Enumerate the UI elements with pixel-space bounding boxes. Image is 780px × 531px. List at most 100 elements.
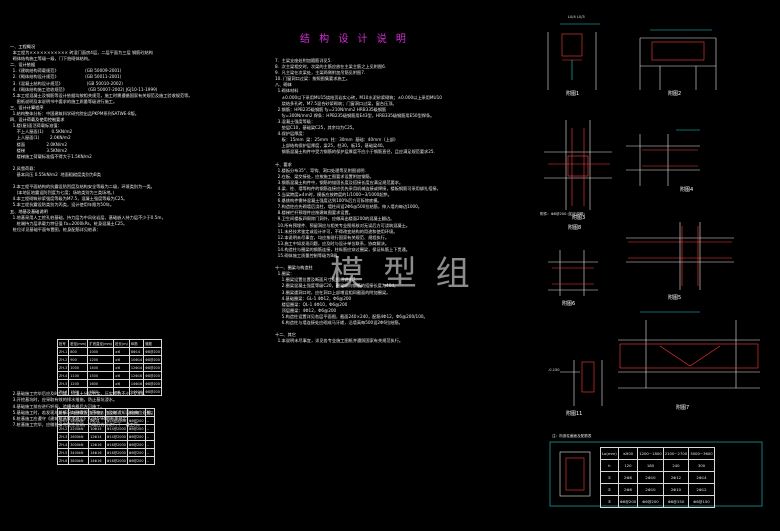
drawing-title: 结 构 设 计 说 明	[300, 34, 409, 45]
table-cell: ②	[600, 483, 619, 496]
note-line: 1.本说明未尽事宜，详见各专业施工图纸并遵照国家有关规范执行。	[275, 338, 404, 344]
note-line: (本地区地震设防烈度为七度；场地类别为三类场地。)	[10, 190, 115, 196]
figure-label-7: 附图7	[676, 405, 690, 411]
detail-figure-4	[626, 129, 700, 186]
detail-figure-7	[618, 311, 760, 389]
note-line: 3.钢筋混凝土构件中，钢筋的锚固长度及搭接长度应满足规范要求。	[275, 179, 404, 185]
note-line: 1.《建筑结构荷载规范》 (GB 50009-2001)	[10, 68, 122, 74]
table-header-cell: 3000~3600	[688, 447, 715, 460]
table-cell: 300	[688, 459, 715, 472]
note-line: 顶层圈梁：4Φ12，Φ6@200	[275, 307, 337, 313]
note-line: 7. 主梁支座处附加箍筋详见5.	[275, 58, 332, 63]
note-line: 4.本工程砌筑砂浆强度等级为M7.5，混凝土强度等级为C25。	[10, 196, 128, 202]
table-cell: ZH-6	[56, 387, 70, 396]
note-line: 2.钢筋：HPB235级钢筋 fy=210N/mm2 HRB335级钢筋	[275, 106, 387, 112]
table-cell: Φ16@2000	[104, 456, 128, 465]
note-line: 1.圈梁：	[275, 271, 295, 277]
table-cell: ①	[600, 471, 619, 484]
table-cell: Φ6@150	[662, 495, 690, 508]
table-cell: 2Φ12	[688, 483, 715, 496]
note-line: 2.圈梁混凝土强度等级C20，圈梁纵向钢筋的搭接长度为40d。	[275, 283, 399, 289]
note-line: 9. 凡主梁在次梁处，主梁两侧附加吊筋见附图7.	[275, 70, 366, 76]
note-line: 10.所有预埋件、预留洞应与相关专业图纸核对无误后方可浇筑混凝土。	[275, 222, 410, 228]
note-line: 楼梯 3.5KN/m2	[10, 147, 68, 153]
note-line: 5.本工程抗震设防类别为丙类，设计使用年限为50年。	[10, 202, 115, 208]
note-line: 2.风雪荷载：	[10, 165, 38, 171]
note-line: 5.构造柱设置详见各层平面图，截面240×240，配筋4Φ12，Φ6@200/1…	[275, 313, 428, 319]
note-line: 10. 门窗洞口过梁：按照图集要求施工。	[275, 76, 350, 82]
figure-label-11: 附图11	[566, 411, 583, 417]
note-line: 五、地基及基础说明	[10, 208, 48, 214]
note-line: 4.基础施工前应进行钎探，验槽合格后方可施工。	[10, 403, 105, 409]
table-cell: ZH-6	[56, 456, 70, 465]
note-line: 11.未经技术鉴定或设计许可，不得改变结构的用途和使用环境。	[275, 228, 398, 234]
table-cell: ③	[600, 495, 619, 508]
note-line: 烧结多孔砖，M7.5混合砂浆砌筑；门窗洞口过梁，窗台压顶。	[275, 100, 397, 106]
table-cell: 2Φ12	[662, 471, 690, 484]
note-line: 桩端持力层承载力特征值 fa=2000kPa，桩身混凝土C25。	[10, 220, 128, 226]
note-line: 砌体结构施工等级一级，门下拍砌体结构。	[10, 56, 93, 62]
note-line: 15.砌体施工质量控制等级为B级。	[275, 253, 342, 258]
note-line: 上人屋面(1) 2.0KN/m2	[10, 135, 71, 141]
detail-figure-2	[639, 29, 717, 90]
note-line: 桩位详见基础平面布置图，桩身配筋详见桩表：	[10, 226, 101, 232]
note-line: 二、设计依据	[10, 62, 36, 68]
table-cell: Φ6@200	[617, 495, 639, 508]
note-line: 一、工程概况	[10, 44, 36, 49]
note-line: 3.本工程平面结构的抗震设防烈度及结构安全等级为二级，环境类别为一类。	[10, 184, 155, 190]
figure-label-6: 附图6	[562, 301, 576, 307]
note-line: 1.圈梁设置位置及断面尺寸见图纸说明7.	[275, 277, 357, 283]
note-line: 14.构造柱与圈梁的钢筋连接，柱纵筋应穿过圈梁，保证纵筋上下贯通。	[275, 246, 410, 252]
table-cell: 2Φ14	[688, 471, 715, 484]
table-header-cell: 1200~1800	[637, 447, 664, 460]
table-cell: Φ8@200	[143, 387, 162, 396]
figure-label-3: 附图3	[572, 215, 586, 221]
table-cell: 2Φ8	[617, 483, 639, 496]
figure-label-4: 附图4	[680, 187, 694, 193]
note-line: 不上人屋面(1) 0.5KN/m2	[10, 129, 73, 135]
elevation-label: -0.150	[548, 368, 560, 372]
note-line: 8. 次主梁相交时，次梁的主筋应放在主梁主筋之上见附图6.	[275, 64, 387, 70]
note-line: 1.楼板分布35°、弯钩、洞口处理等见附图说明.	[275, 167, 366, 173]
watermark: 模 型 组	[330, 254, 474, 294]
note-line: 13.施工中如发现问题，应及时与设计单位联系，协商解决。	[275, 240, 390, 246]
table-cell: 120	[617, 459, 639, 472]
table-header-cell: ≤900	[617, 447, 639, 460]
detail-figure-11	[560, 360, 603, 406]
table-cell: Φ6@150	[688, 495, 715, 508]
table-cell: h	[600, 459, 619, 472]
detail-figure-3	[544, 120, 612, 210]
right-table-note: 注：构造柱截面及配筋表	[552, 434, 592, 438]
figure-label-5: 附图5	[668, 295, 682, 301]
table-cell: 1300	[68, 387, 89, 396]
table-cell: Φ8@200	[126, 456, 146, 465]
note-line: 3.开挖基坑时，应采取有效的排水措施，防止基坑浸水。	[10, 397, 118, 403]
note-line: 1.地基采用人工挖孔桩基础，持力层为中风化岩层，基础嵌入持力层不少于0.5m，	[10, 214, 166, 220]
table-cell: 180	[637, 459, 664, 472]
detail-figure-1	[547, 23, 600, 90]
note-line: 3.混凝土强度等级：	[275, 118, 316, 124]
table-cell: 3800kN	[68, 456, 90, 465]
note-line: 1.楼(屋)面活荷载标准值：	[10, 123, 62, 129]
middle-notes-column: 7. 主梁支座处附加箍筋详见5.8. 次主梁相交时，次梁的主筋应放在主梁主筋之上…	[275, 58, 442, 344]
note-line: 十、要求	[275, 161, 292, 167]
note-line: 四、设计荷载及使用控制要求	[10, 117, 65, 123]
figure-label-1: 附图1	[566, 91, 580, 97]
note-line: 5.当梁跨度≥4m时，模板应按跨度的1/1000~3/1000起拱。	[275, 192, 392, 198]
table-cell: 2Φ10	[662, 483, 690, 496]
table-cell: --	[144, 456, 156, 465]
note-line: 12.本说明未尽事宜，均应按现行国家有关规范、规程执行。	[275, 234, 390, 240]
note-line: 基本风压 0.55kN/m2 地面粗糙度类别为B类	[10, 171, 101, 177]
